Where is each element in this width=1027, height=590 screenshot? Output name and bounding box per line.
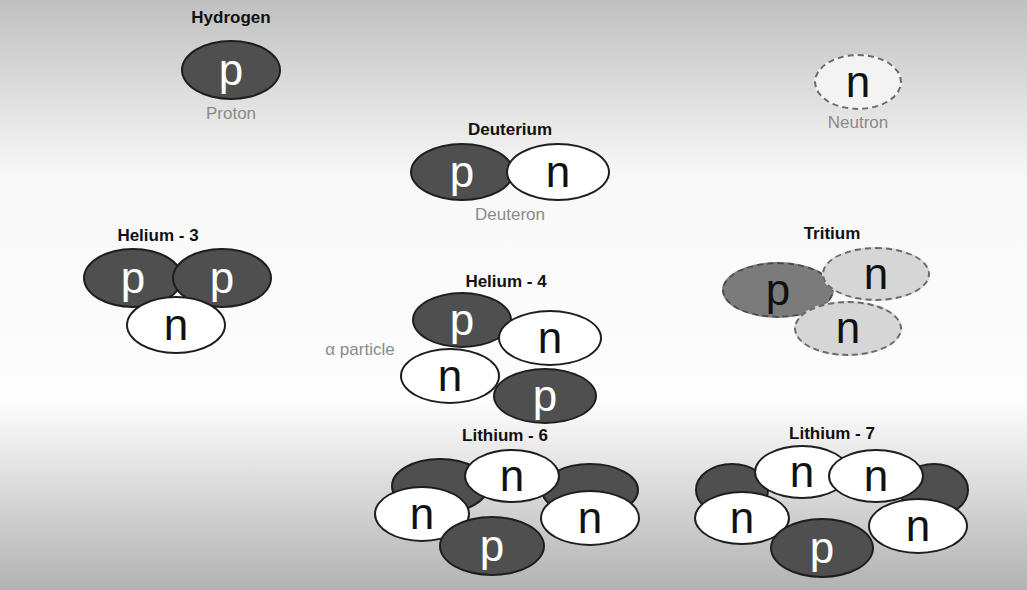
nucleus-name: Helium - 4 [465,272,546,292]
neutron-circle: n [498,310,602,366]
nucleon-letter: n [500,454,524,498]
nucleon-letter: p [810,526,834,570]
nucleon-letter: p [450,150,474,194]
nucleon-letter: n [538,316,562,360]
neutron-circle: n [126,296,226,354]
nucleus-name: Helium - 3 [117,226,198,246]
neutron-circle: n [868,498,968,554]
nucleon-letter: p [121,256,145,300]
nucleon-letter: p [450,298,474,342]
neutron-circle: n [814,54,902,110]
nucleon-letter: p [480,524,504,568]
nucleon-letter: n [438,354,462,398]
neutron-circle: n [822,247,930,301]
neutron-circle: n [828,449,924,503]
nucleus-name: Lithium - 7 [789,424,875,444]
nucleon-letter: n [864,454,888,498]
nucleon-letter: p [210,256,234,300]
nucleus-name: Hydrogen [191,8,270,28]
proton-circle: p [181,40,281,100]
nucleon-letter: n [730,496,754,540]
nucleon-letter: p [766,268,790,312]
nucleon-letter: n [546,150,570,194]
nucleon-letter: n [578,496,602,540]
nucleon-letter: n [164,303,188,347]
proton-circle: p [493,368,597,424]
proton-circle: p [410,143,514,201]
nucleon-letter: p [219,48,243,92]
particle-name: α particle [325,340,394,360]
nucleon-letter: n [906,504,930,548]
neutron-circle: n [794,301,902,356]
neutron-circle: n [506,143,610,201]
nucleon-letter: n [836,306,860,350]
proton-circle: p [439,516,545,576]
particle-name: Proton [206,104,256,124]
nucleon-letter: n [846,60,870,104]
nucleus-name: Lithium - 6 [462,426,548,446]
neutron-circle: n [464,449,560,503]
nucleus-name: Deuterium [468,120,552,140]
nucleus-name: Tritium [804,224,861,244]
particle-name: Neutron [828,113,888,133]
proton-circle: p [770,518,874,578]
neutron-circle: n [400,348,500,404]
neutron-circle: n [540,490,640,546]
nucleon-letter: p [533,374,557,418]
particle-name: Deuteron [475,205,545,225]
nucleon-letter: n [790,450,814,494]
nucleon-letter: n [410,492,434,536]
nucleon-letter: n [864,252,888,296]
proton-circle: p [412,292,512,348]
